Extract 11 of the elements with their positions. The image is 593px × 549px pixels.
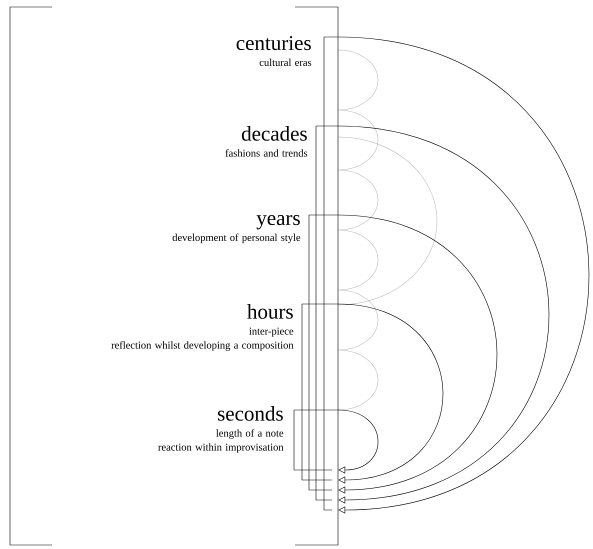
timescale-label: centuries cultural eras [236, 36, 312, 66]
timescale-label: years development of personal style [172, 215, 300, 244]
feedback-loop [316, 126, 550, 504]
bracket [10, 6, 338, 546]
feedback-loop [294, 410, 378, 474]
timescale-label: decades fashions and trends [225, 126, 308, 157]
timescale-label: seconds length of a note reaction within improvisation [158, 406, 284, 453]
feedback-loop [324, 36, 590, 514]
timescale-label: hours inter-piece reflection whilst developing a composition [111, 304, 294, 351]
feedback-loop [302, 304, 444, 484]
feedback-loop [308, 214, 498, 494]
